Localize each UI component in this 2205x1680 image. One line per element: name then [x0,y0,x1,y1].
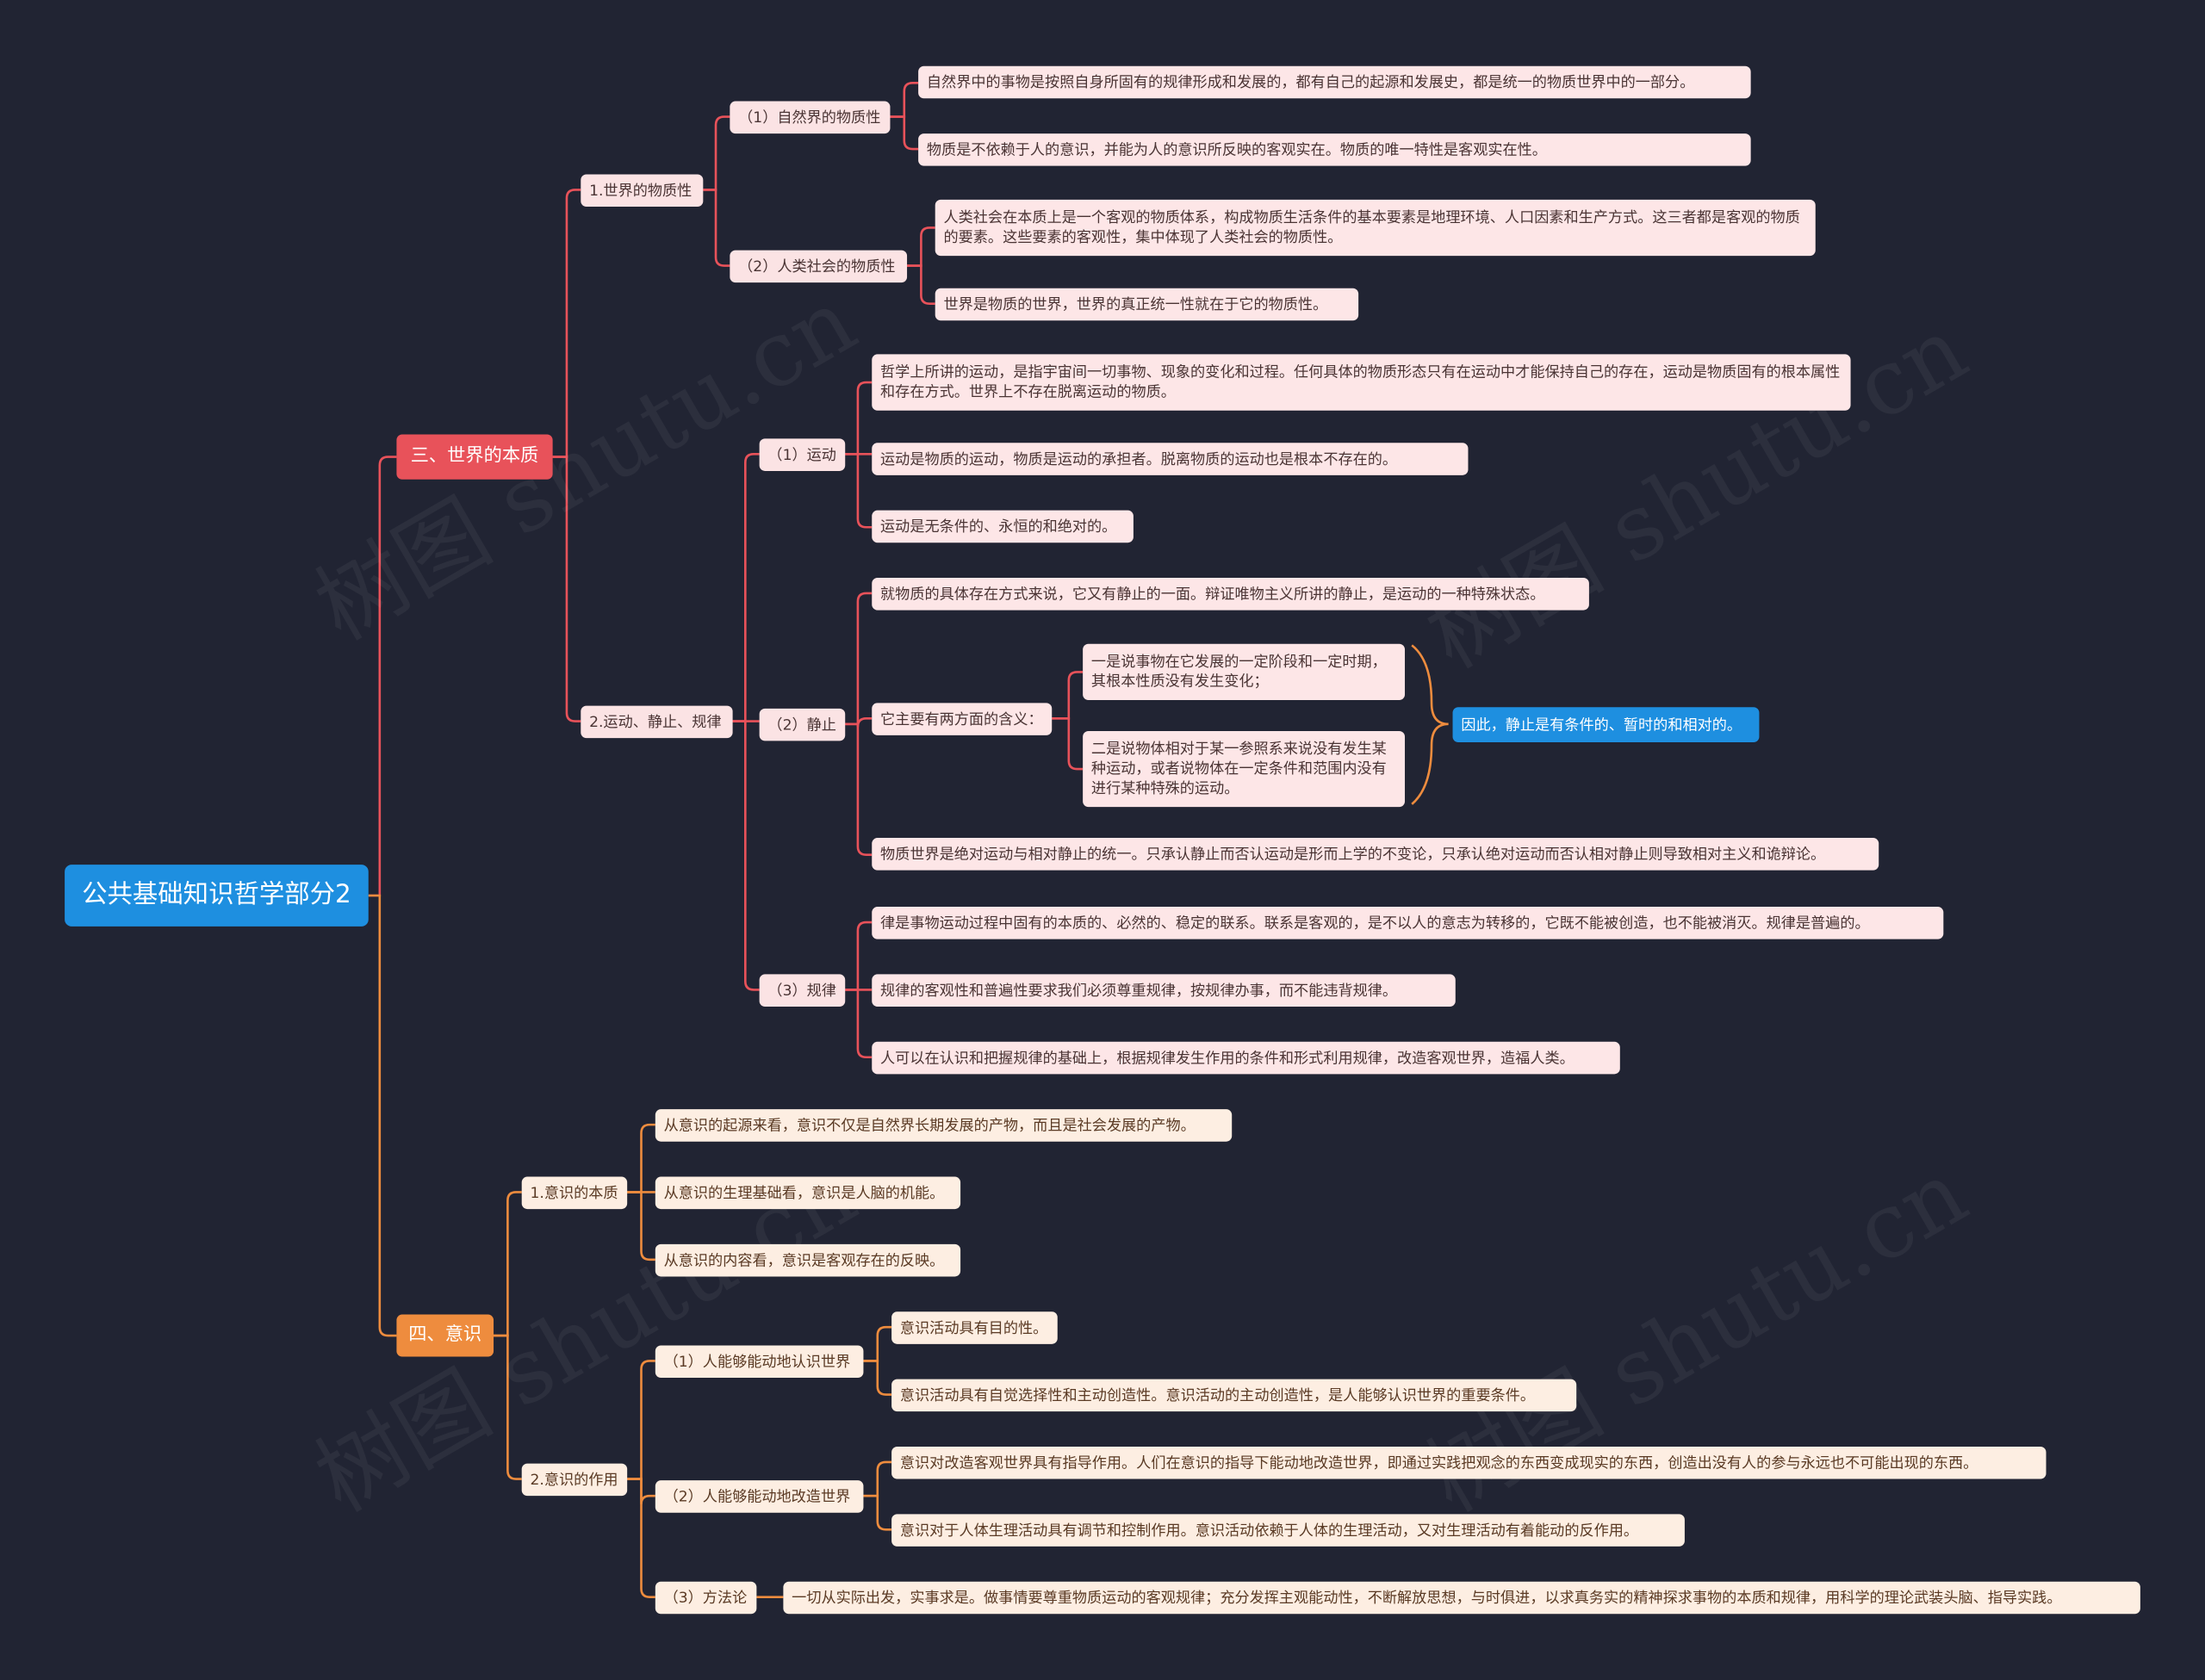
leaf[interactable]: 意识对改造客观世界具有指导作用。人们在意识的指导下能动地改造世界，即通过实践把观… [891,1446,2047,1479]
brace [1411,644,1449,805]
summary-node[interactable]: 因此，静止是有条件的、暂时的和相对的。 [1452,707,1760,743]
connector [845,453,873,529]
connector [494,1191,522,1337]
topic-nature-materiality[interactable]: （1）自然界的物质性 [730,101,891,134]
leaf[interactable]: 律是事物运动过程中固有的本质的、必然的、稳定的联系。联系是客观的，是不以人的意志… [872,907,1944,939]
topic-consciousness-role[interactable]: 2.意识的作用 [521,1463,628,1497]
leaf[interactable]: 从意识的内容看，意识是客观存在的反映。 [655,1243,961,1277]
leaf[interactable]: 人类社会在本质上是一个客观的物质体系，构成物质生活条件的基本要素是地理环境、人口… [935,199,1816,257]
connector [494,1334,522,1480]
connector [627,1191,655,1262]
connector [552,456,581,722]
topic-methodology[interactable]: （3）方法论 [655,1581,757,1615]
connector [863,1494,892,1531]
leaf[interactable]: 从意识的生理基础看，意识是人脑的机能。 [655,1176,961,1210]
leaf[interactable]: 运动是无条件的、永恒的和绝对的。 [872,510,1134,543]
connector [552,189,581,458]
leaf[interactable]: 世界是物质的世界，世界的真正统一性就在于它的物质性。 [935,288,1359,321]
connector [1052,671,1084,720]
connector [845,381,873,456]
leaf[interactable]: 就物质的具体存在方式来说，它又有静止的一面。辩证唯物主义所讲的静止，是运动的一种… [872,578,1589,611]
connector [907,226,935,267]
topic-law[interactable]: （3）规律 [759,974,846,1007]
leaf[interactable]: 二是说物体相对于某一参照系来说没有发生某种运动，或者说物体在一定条件和范围内没有… [1083,730,1406,808]
topic-world-materiality[interactable]: 1.世界的物质性 [581,174,704,207]
connector [732,720,760,991]
connector [890,82,919,118]
connector [627,1123,655,1193]
connector [627,1478,655,1598]
connector [368,456,397,897]
connector [627,1360,655,1480]
leaf[interactable]: 意识活动具有目的性。 [891,1311,1058,1344]
branch-world-essence[interactable]: 三、世界的本质 [396,434,553,480]
connector [845,921,873,991]
connector [845,989,873,1059]
leaf[interactable]: 一是说事物在它发展的一定阶段和一定时期，其根本性质没有发生变化； [1083,643,1406,701]
topic-cognize-world[interactable]: （1）人能够能动地认识世界 [655,1345,864,1378]
topic-rest[interactable]: （2）静止 [759,708,846,741]
leaf[interactable]: 物质是不依赖于人的意识，并能为人的意识所反映的客观实在。物质的唯一特性是客观实在… [918,133,1751,166]
topic-motion[interactable]: （1）运动 [759,438,846,471]
connector [703,189,730,267]
connector [368,894,397,1337]
topic-motion-rest-law[interactable]: 2.运动、静止、规律 [581,705,733,739]
topic-transform-world[interactable]: （2）人能够能动地改造世界 [655,1480,864,1513]
connector [845,592,873,726]
leaf[interactable]: 人可以在认识和把握规律的基础上，根据规律发生作用的条件和形式利用规律，改造客观世… [872,1041,1620,1075]
leaf[interactable]: 规律的客观性和普遍性要求我们必须尊重规律，按规律办事，而不能违背规律。 [872,974,1456,1007]
connector [703,115,730,191]
connector [845,722,873,856]
leaf[interactable]: 一切从实际出发，实事求是。做事情要尊重物质运动的客观规律；充分发挥主观能动性，不… [783,1581,2140,1615]
leaf[interactable]: 物质世界是绝对运动与相对静止的统一。只承认静止而否认运动是形而上学的不变论，只承… [872,838,1879,871]
leaf[interactable]: 意识活动具有自觉选择性和主动创造性。意识活动的主动创造性，是人能够认识世界的重要… [891,1379,1577,1412]
connector [863,1360,892,1396]
leaf[interactable]: 运动是物质的运动，物质是运动的承担者。脱离物质的运动也是根本不存在的。 [872,443,1469,475]
connector [1052,716,1084,771]
leaf-two-meanings[interactable]: 它主要有两方面的含义： [872,703,1053,735]
leaf[interactable]: 意识对于人体生理活动具有调节和控制作用。意识活动依赖于人体的生理活动，又对生理活… [891,1514,1685,1547]
branch-consciousness[interactable]: 四、意识 [396,1314,494,1357]
root-node[interactable]: 公共基础知识哲学部分2 [65,865,369,927]
leaf[interactable]: 哲学上所讲的运动，是指宇宙间一切事物、现象的变化和过程。任何具体的物质形态只有在… [872,354,1851,411]
leaf[interactable]: 自然界中的事物是按照自身所固有的规律形成和发展的，都有自己的起源和发展史，都是统… [918,65,1751,99]
topic-consciousness-essence[interactable]: 1.意识的本质 [521,1176,628,1210]
leaf[interactable]: 从意识的起源来看，意识不仅是自然界长期发展的产物，而且是社会发展的产物。 [655,1109,1233,1142]
connector [863,1460,892,1497]
connector [890,115,919,151]
connector [732,453,760,722]
connector [863,1325,892,1362]
connector [907,264,935,305]
topic-society-materiality[interactable]: （2）人类社会的物质性 [730,250,908,283]
